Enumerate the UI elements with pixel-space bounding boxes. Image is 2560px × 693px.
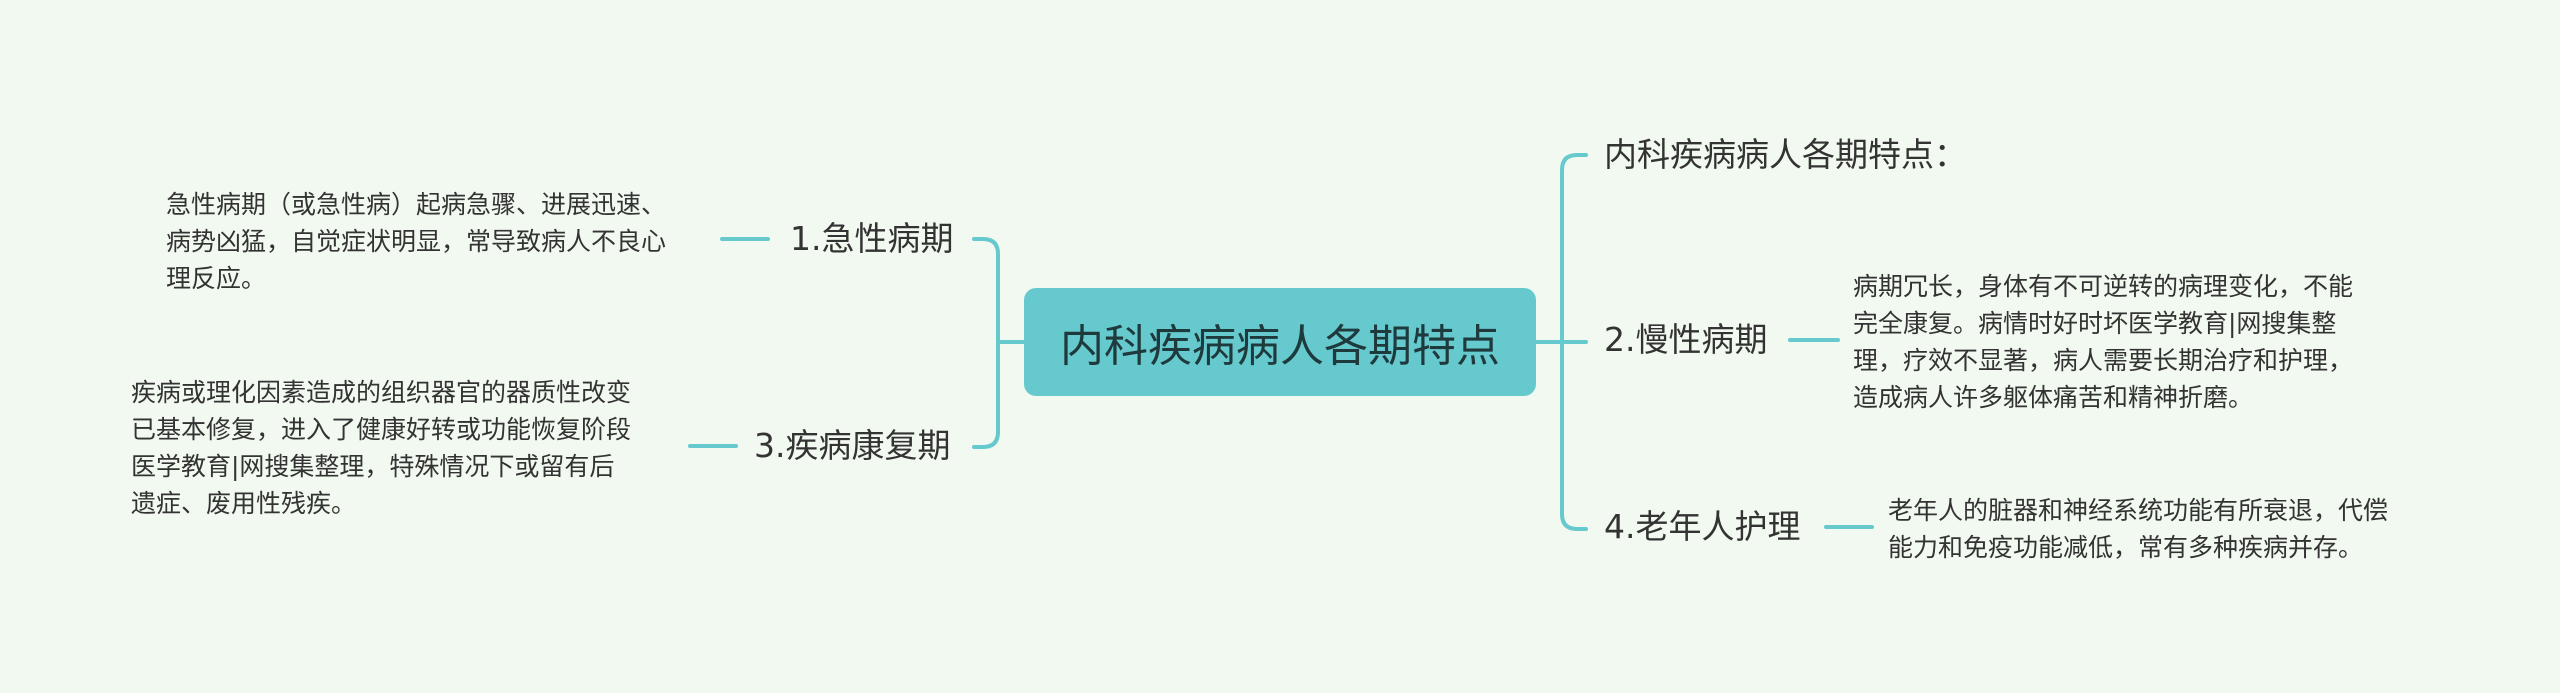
branch-recovery-label: 3.疾病康复期 [754,426,951,465]
leaf-recovery-line-3: 医学教育|网搜集整理，特殊情况下或留有后 [131,452,615,481]
leaf-chronic-line-2: 完全康复。病情时好时坏医学教育|网搜集整 [1853,309,2337,338]
leaf-recovery-detail[interactable]: 疾病或理化因素造成的组织器官的器质性改变 已基本修复，进入了健康好转或功能恢复阶… [131,374,631,522]
branch-title-label: 内科疾病病人各期特点： [1604,135,1967,174]
branch-chronic-label: 2.慢性病期 [1604,320,1768,359]
leaf-acute-line-3: 理反应。 [166,264,267,293]
branch-elderly[interactable]: 4.老年人护理 [1604,510,1801,543]
leaf-acute-detail[interactable]: 急性病期（或急性病）起病急骤、进展迅速、 病势凶猛，自觉症状明显，常导致病人不良… [166,186,666,297]
branch-title-node[interactable]: 内科疾病病人各期特点： [1604,138,1967,171]
branch-chronic[interactable]: 2.慢性病期 [1604,323,1768,356]
leaf-chronic-line-3: 理，疗效不显著，病人需要长期治疗和护理， [1853,346,2354,375]
leaf-chronic-line-1: 病期冗长，身体有不可逆转的病理变化，不能 [1853,272,2354,301]
branch-acute[interactable]: 1.急性病期 [790,222,954,255]
branch-recovery[interactable]: 3.疾病康复期 [754,429,951,462]
central-topic-label: 内科疾病病人各期特点 [1060,321,1500,372]
leaf-recovery-line-2: 已基本修复，进入了健康好转或功能恢复阶段 [131,415,632,444]
central-topic[interactable]: 内科疾病病人各期特点 [1024,288,1536,396]
branch-acute-label: 1.急性病期 [790,219,954,258]
leaf-acute-line-1: 急性病期（或急性病）起病急骤、进展迅速、 [166,190,667,219]
leaf-chronic-detail[interactable]: 病期冗长，身体有不可逆转的病理变化，不能 完全康复。病情时好时坏医学教育|网搜集… [1853,268,2353,416]
branch-elderly-label: 4.老年人护理 [1604,507,1801,546]
leaf-recovery-line-1: 疾病或理化因素造成的组织器官的器质性改变 [131,378,632,407]
leaf-elderly-line-2: 能力和免疫功能减低，常有多种疾病并存。 [1888,533,2364,562]
leaf-elderly-line-1: 老年人的脏器和神经系统功能有所衰退，代偿 [1888,496,2389,525]
leaf-recovery-line-4: 遗症、废用性残疾。 [131,489,357,518]
leaf-elderly-detail[interactable]: 老年人的脏器和神经系统功能有所衰退，代偿 能力和免疫功能减低，常有多种疾病并存。 [1888,492,2388,566]
leaf-chronic-line-4: 造成病人许多躯体痛苦和精神折磨。 [1853,383,2254,412]
leaf-acute-line-2: 病势凶猛，自觉症状明显，常导致病人不良心 [166,227,667,256]
